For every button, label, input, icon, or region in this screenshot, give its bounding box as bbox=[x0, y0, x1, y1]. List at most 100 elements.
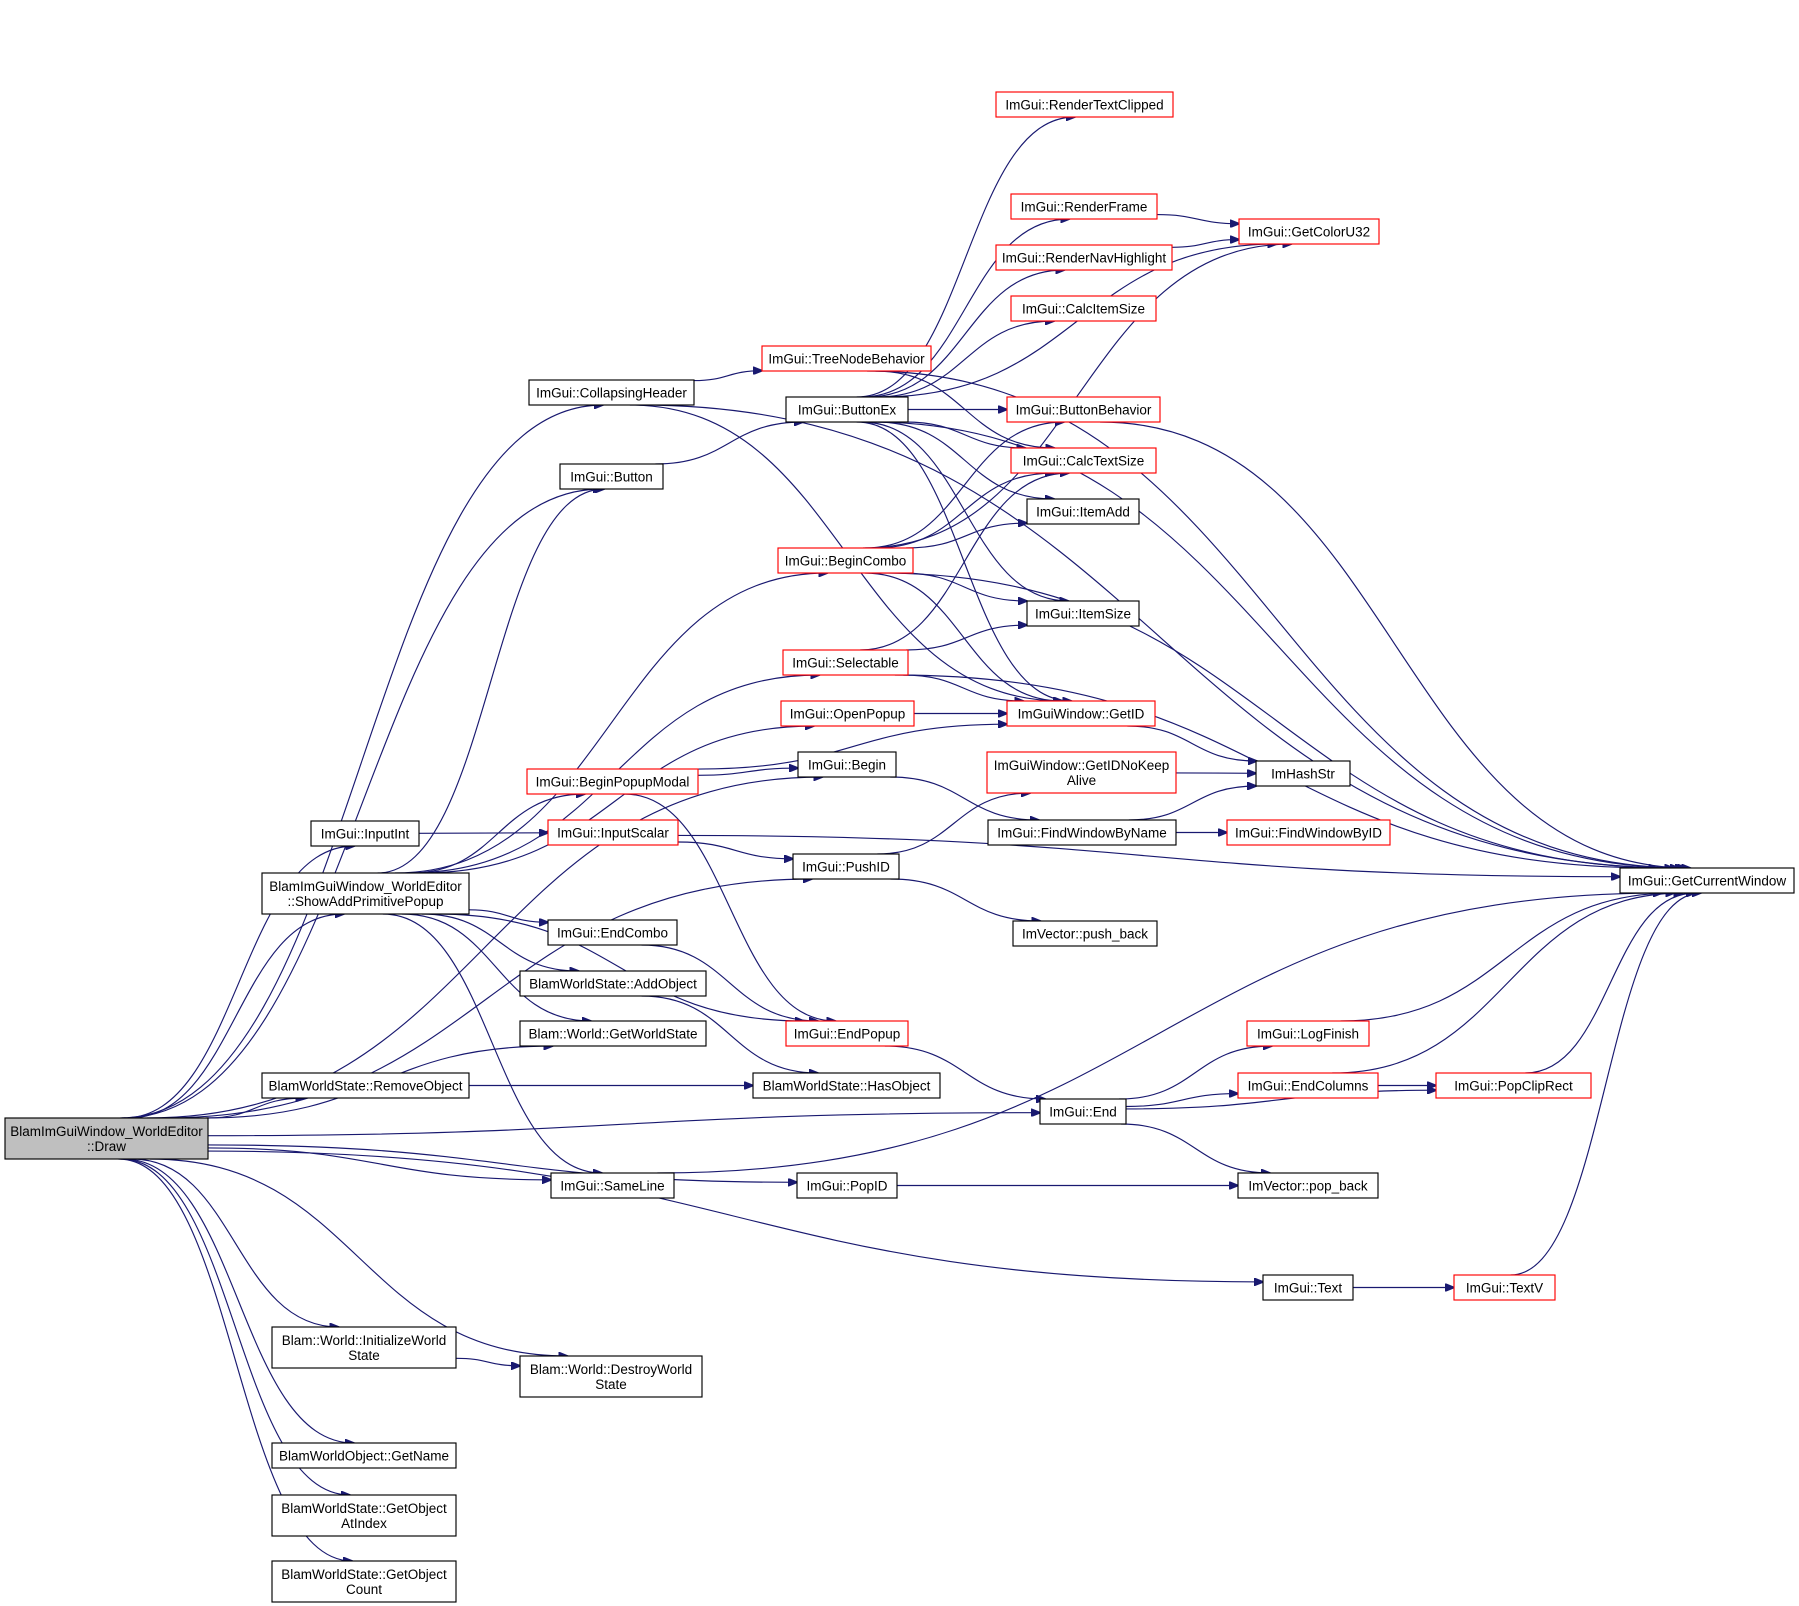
node-inputInt[interactable]: ImGui::InputInt bbox=[310, 820, 420, 847]
node-label: ImGui::EndPopup bbox=[794, 1027, 901, 1042]
node-label: ImGui::GetColorU32 bbox=[1248, 225, 1370, 240]
node-label: BlamWorldState::RemoveObject bbox=[268, 1079, 462, 1094]
node-beginPopupModal[interactable]: ImGui::BeginPopupModal bbox=[526, 768, 699, 795]
node-getCurrentWindow[interactable]: ImGui::GetCurrentWindow bbox=[1619, 867, 1795, 894]
node-box bbox=[995, 91, 1174, 118]
edge-buttonEx-to-renderTextClipped bbox=[856, 117, 1075, 398]
node-box bbox=[752, 1072, 941, 1099]
node-text[interactable]: ImGui::Text bbox=[1262, 1274, 1354, 1301]
node-findByName[interactable]: ImGui::FindWindowByName bbox=[987, 819, 1177, 846]
node-popBack[interactable]: ImVector::pop_back bbox=[1237, 1172, 1379, 1199]
node-pushBack[interactable]: ImVector::push_back bbox=[1012, 920, 1158, 947]
node-selectable[interactable]: ImGui::Selectable bbox=[782, 649, 909, 676]
node-renderFrame[interactable]: ImGui::RenderFrame bbox=[1010, 193, 1158, 220]
node-box bbox=[547, 819, 679, 846]
node-box bbox=[1237, 1172, 1379, 1199]
edge-beginCombo-to-calcTextSize bbox=[875, 473, 1054, 549]
node-label: BlamImGuiWindow_WorldEditor bbox=[10, 1124, 203, 1139]
edge-draw-to-sameLine bbox=[207, 1147, 551, 1180]
node-label: ImVector::push_back bbox=[1022, 927, 1148, 942]
node-calcItemSize[interactable]: ImGui::CalcItemSize bbox=[1010, 295, 1157, 322]
node-getID[interactable]: ImGuiWindow::GetID bbox=[1006, 700, 1156, 727]
node-label: ImGui::CalcItemSize bbox=[1022, 302, 1145, 317]
node-box bbox=[1453, 1274, 1556, 1301]
node-label: ImGui::SameLine bbox=[560, 1179, 664, 1194]
node-collapsing[interactable]: ImGui::CollapsingHeader bbox=[528, 379, 695, 406]
node-label: BlamWorldState::AddObject bbox=[529, 977, 697, 992]
node-box bbox=[1435, 1072, 1592, 1099]
node-end[interactable]: ImGui::End bbox=[1039, 1098, 1127, 1125]
node-beginCombo[interactable]: ImGui::BeginCombo bbox=[777, 547, 914, 574]
node-box bbox=[1226, 819, 1391, 846]
node-calcTextSize[interactable]: ImGui::CalcTextSize bbox=[1010, 447, 1157, 474]
node-draw[interactable]: BlamImGuiWindow_WorldEditor::Draw bbox=[4, 1117, 209, 1160]
node-endCombo[interactable]: ImGui::EndCombo bbox=[547, 919, 678, 946]
node-box bbox=[1006, 396, 1161, 423]
node-label: ImGui::TreeNodeBehavior bbox=[768, 352, 925, 367]
edge-showAdd-to-button bbox=[377, 489, 604, 874]
node-hasObject[interactable]: BlamWorldState::HasObject bbox=[752, 1072, 941, 1099]
edge-beginCombo-to-getCurrentWindow bbox=[879, 572, 1673, 868]
edge-beginPopupModal-to-getID bbox=[697, 724, 1007, 770]
node-label: ImGui::ButtonEx bbox=[798, 403, 897, 418]
edge-begin-to-findByName bbox=[890, 776, 1039, 820]
edge-getID-to-imHashStr bbox=[1127, 725, 1257, 761]
node-label: ImGui::RenderNavHighlight bbox=[1002, 251, 1167, 266]
node-itemAdd[interactable]: ImGui::ItemAdd bbox=[1026, 498, 1140, 525]
node-buttonEx[interactable]: ImGui::ButtonEx bbox=[785, 396, 909, 423]
node-treeNode[interactable]: ImGui::TreeNodeBehavior bbox=[761, 345, 932, 372]
node-box bbox=[796, 1172, 898, 1199]
node-popID[interactable]: ImGui::PopID bbox=[796, 1172, 898, 1199]
node-renderTextClipped[interactable]: ImGui::RenderTextClipped bbox=[995, 91, 1174, 118]
node-label: State bbox=[348, 1348, 380, 1363]
node-label: ImGui::RenderFrame bbox=[1021, 200, 1148, 215]
edge-showAdd-to-endPopup bbox=[435, 913, 804, 1021]
edge-draw-to-inputInt bbox=[123, 846, 355, 1119]
node-removeObj[interactable]: BlamWorldState::RemoveObject bbox=[261, 1072, 470, 1099]
edges bbox=[118, 117, 1700, 1561]
node-box bbox=[1262, 1274, 1354, 1301]
node-endPopup[interactable]: ImGui::EndPopup bbox=[785, 1020, 909, 1047]
node-itemSize[interactable]: ImGui::ItemSize bbox=[1026, 600, 1140, 627]
node-label: BlamWorldState::GetObject bbox=[281, 1567, 447, 1582]
node-logFinish[interactable]: ImGui::LogFinish bbox=[1246, 1020, 1370, 1047]
node-showAdd[interactable]: BlamImGuiWindow_WorldEditor::ShowAddPrim… bbox=[261, 872, 470, 915]
node-label: ImGui::ItemAdd bbox=[1036, 505, 1130, 520]
node-label: ImGuiWindow::GetIDNoKeep bbox=[994, 758, 1170, 773]
node-box bbox=[797, 751, 897, 778]
edge-popClipRect-to-getCurrentWindow bbox=[1525, 893, 1695, 1074]
node-buttonBehavior[interactable]: ImGui::ButtonBehavior bbox=[1006, 396, 1161, 423]
node-getWorldState[interactable]: Blam::World::GetWorldState bbox=[519, 1020, 707, 1047]
edge-pushID-to-pushBack bbox=[890, 878, 1041, 921]
node-label: ImGui::OpenPopup bbox=[790, 707, 906, 722]
node-renderNav[interactable]: ImGui::RenderNavHighlight bbox=[995, 244, 1173, 271]
node-findByID[interactable]: ImGui::FindWindowByID bbox=[1226, 819, 1391, 846]
node-box bbox=[1010, 447, 1157, 474]
node-imHashStr[interactable]: ImHashStr bbox=[1255, 760, 1351, 787]
node-inputScalar[interactable]: ImGui::InputScalar bbox=[547, 819, 679, 846]
node-textV[interactable]: ImGui::TextV bbox=[1453, 1274, 1556, 1301]
node-button[interactable]: ImGui::Button bbox=[559, 463, 664, 490]
node-addObject[interactable]: BlamWorldState::AddObject bbox=[519, 970, 707, 997]
edge-beginCombo-to-itemAdd bbox=[906, 523, 1027, 549]
node-getColorU32[interactable]: ImGui::GetColorU32 bbox=[1238, 218, 1380, 245]
node-sameLine[interactable]: ImGui::SameLine bbox=[550, 1172, 675, 1199]
node-popClipRect[interactable]: ImGui::PopClipRect bbox=[1435, 1072, 1592, 1099]
node-box bbox=[519, 1020, 707, 1047]
node-box bbox=[261, 1072, 470, 1099]
node-endColumns[interactable]: ImGui::EndColumns bbox=[1237, 1072, 1379, 1099]
node-pushID[interactable]: ImGui::PushID bbox=[792, 853, 900, 880]
node-openPopup[interactable]: ImGui::OpenPopup bbox=[780, 700, 915, 727]
edge-collapsing-to-getCurrentWindow bbox=[639, 404, 1679, 868]
node-label: ImGui::InputInt bbox=[321, 827, 410, 842]
edge-selectable-to-calcTextSize bbox=[860, 473, 1069, 651]
node-getName[interactable]: BlamWorldObject::GetName bbox=[271, 1442, 457, 1469]
node-begin[interactable]: ImGui::Begin bbox=[797, 751, 897, 778]
edge-selectable-to-itemSize bbox=[906, 625, 1027, 651]
